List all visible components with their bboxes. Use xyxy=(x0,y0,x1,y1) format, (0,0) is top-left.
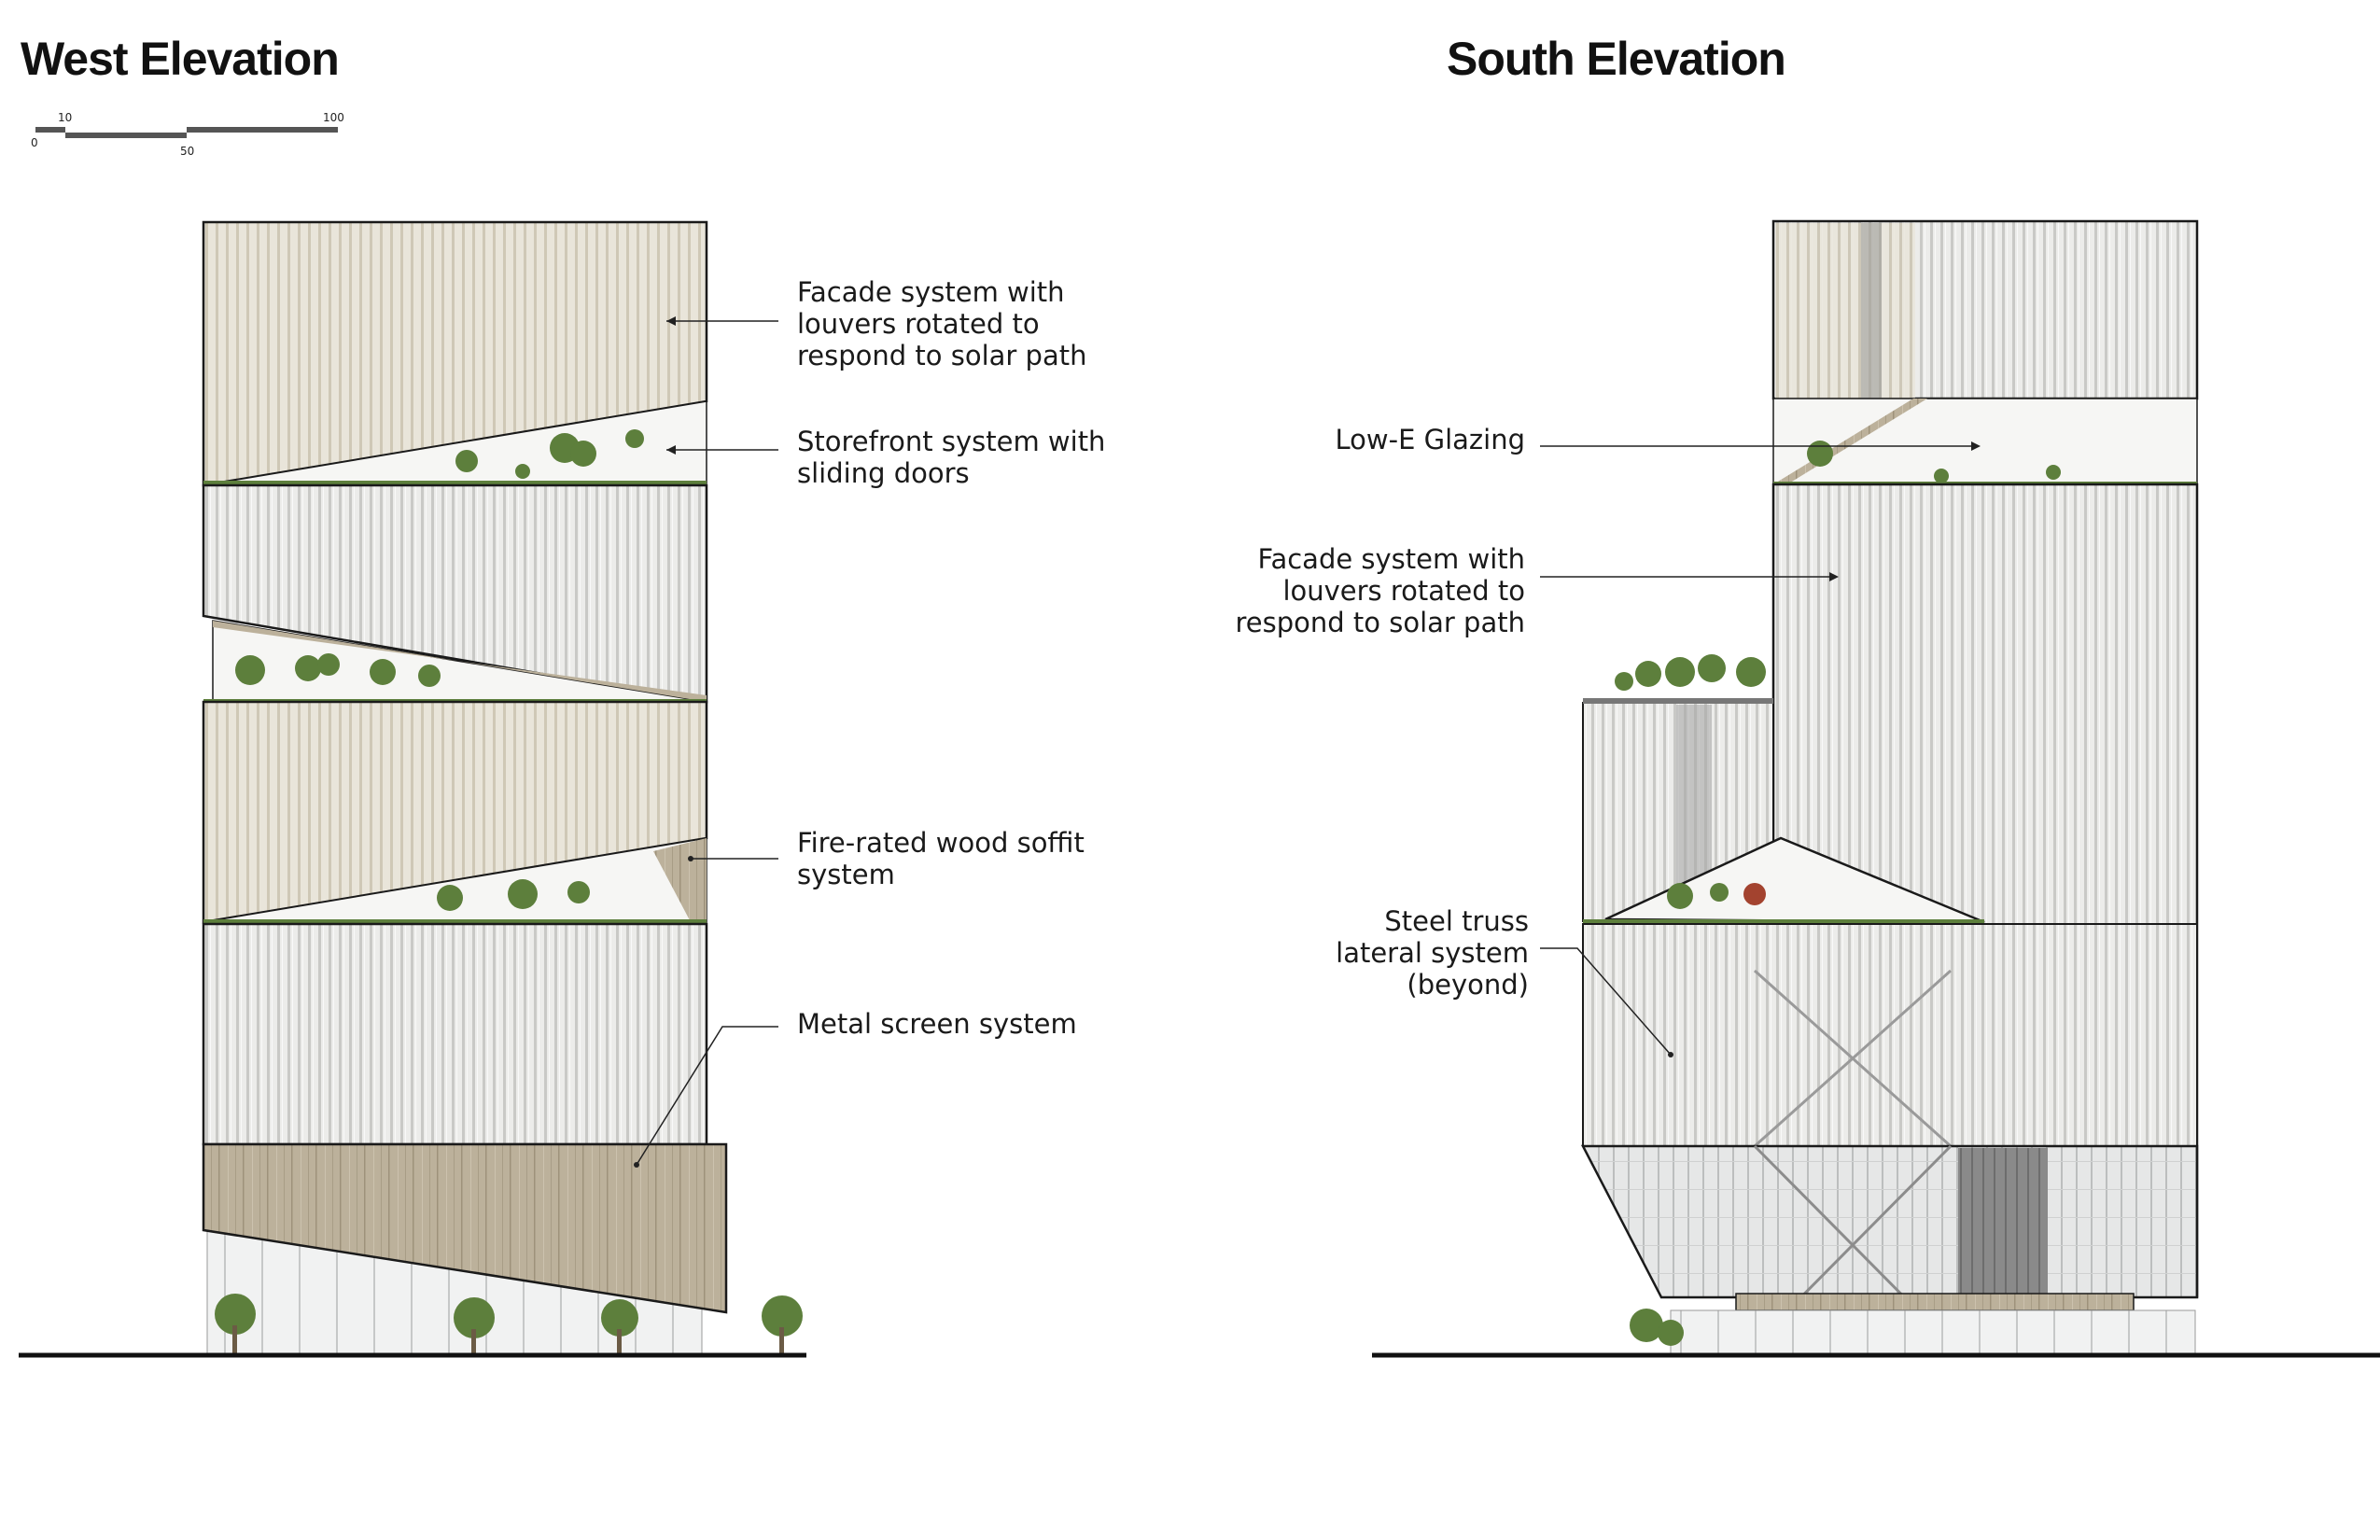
west-block-4-facade xyxy=(202,922,708,1146)
west-terrace-1-plants xyxy=(455,429,644,479)
west-callout-markers xyxy=(634,316,693,1168)
south-lobby-glazing xyxy=(1580,1144,2199,1299)
south-callout-leaders xyxy=(1540,445,1977,1056)
south-roof-trees xyxy=(1615,654,1766,691)
scale-label-50: 50 xyxy=(180,145,194,158)
south-callout-markers xyxy=(1668,441,1981,1057)
scale-bar: 0 10 50 100 xyxy=(31,111,344,158)
south-core-dark xyxy=(1958,1148,2048,1294)
west-callout-leaders xyxy=(636,320,778,1166)
south-base-trees xyxy=(1630,1309,1684,1346)
south-bridge-soffit xyxy=(1735,1293,2135,1311)
scale-label-10: 10 xyxy=(58,111,72,124)
south-elevation-title: South Elevation xyxy=(1447,33,1786,85)
south-callout-steel-truss: Steel truss lateral system (beyond) xyxy=(1336,905,1529,1001)
west-base-trees xyxy=(215,1294,803,1353)
south-elevation-building xyxy=(1372,219,2380,1358)
west-callout-facade-system: Facade system with louvers rotated to re… xyxy=(797,276,1087,371)
west-callout-storefront-system: Storefront system with sliding doors xyxy=(797,426,1106,489)
south-steel-truss xyxy=(1753,969,1953,1148)
south-callout-low-e-glazing: Low-E Glazing xyxy=(1335,424,1525,455)
south-terrace-plants xyxy=(1807,441,2061,483)
west-callout-metal-screen: Metal screen system xyxy=(797,1008,1077,1040)
west-terrace-3-plants xyxy=(437,879,590,911)
west-wood-screen-band xyxy=(202,1142,728,1314)
west-elevation-title: West Elevation xyxy=(21,33,340,85)
south-glazed-terrace xyxy=(1772,398,2198,485)
west-callout-wood-soffit: Fire-rated wood soffit system xyxy=(797,827,1085,890)
south-callout-facade-system: Facade system with louvers rotated to re… xyxy=(1235,543,1525,638)
west-terrace-2-plants xyxy=(235,653,441,687)
scale-label-0: 0 xyxy=(31,136,38,149)
west-elevation-building xyxy=(19,220,806,1358)
south-podium-facade xyxy=(1582,923,2198,1147)
scale-label-100: 100 xyxy=(323,111,344,124)
